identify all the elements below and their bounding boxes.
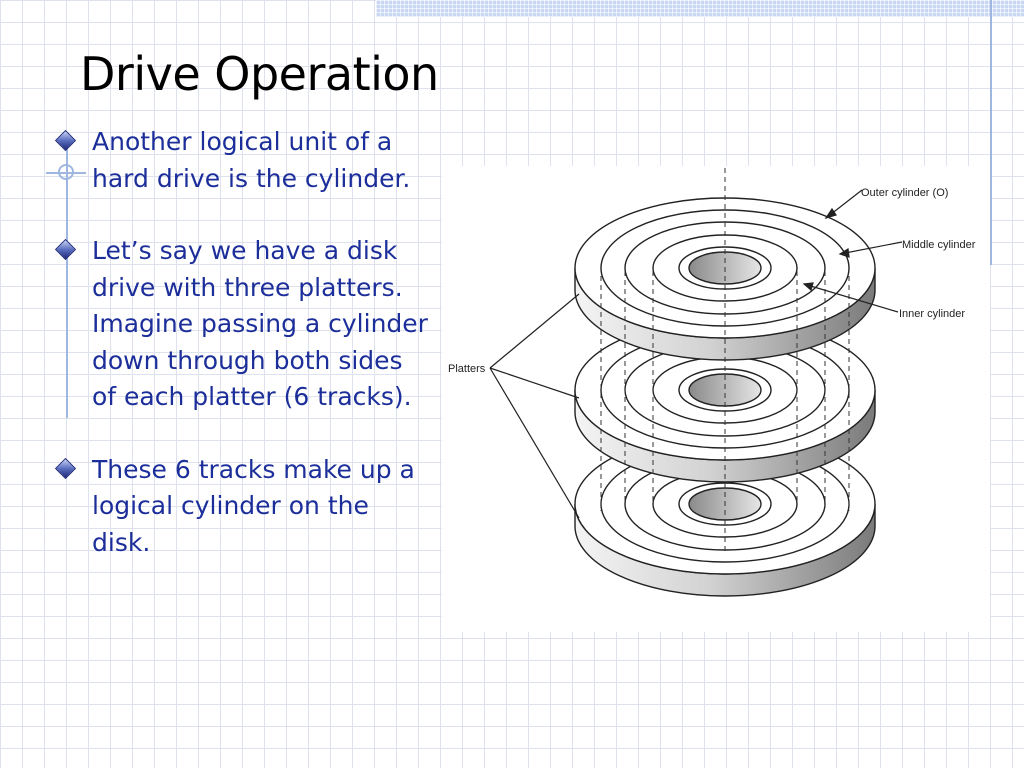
- outer-cylinder-label: Outer cylinder (O): [861, 187, 948, 199]
- bullet-text: Let’s say we have a disk drive with thre…: [92, 236, 428, 411]
- diamond-bullet-icon: [56, 131, 75, 150]
- label-pointers: [489, 189, 903, 519]
- top-decorative-band: [376, 0, 1024, 17]
- diamond-bullet-icon: [56, 240, 75, 259]
- bullet-item: Let’s say we have a disk drive with thre…: [56, 233, 432, 416]
- bullet-list: Another logical unit of a hard drive is …: [56, 124, 432, 597]
- bullet-item: These 6 tracks make up a logical cylinde…: [56, 452, 432, 562]
- platters-label: Platters: [448, 363, 486, 375]
- decorative-vertical-line-right: [990, 0, 992, 265]
- inner-cylinder-label: Inner cylinder: [899, 308, 965, 320]
- middle-cylinder-label: Middle cylinder: [902, 239, 976, 251]
- decorative-vertical-line-left: [66, 140, 68, 418]
- bullet-item: Another logical unit of a hard drive is …: [56, 124, 432, 197]
- slide-title: Drive Operation: [80, 47, 439, 101]
- cylinder-dashed-lines: [600, 168, 850, 551]
- disk-platters-figure: Outer cylinder (O) Middle cylinder Inner…: [442, 166, 990, 632]
- diamond-bullet-icon: [56, 458, 75, 478]
- disk-platters-diagram: Outer cylinder (O) Middle cylinder Inner…: [448, 168, 976, 597]
- bullet-text: These 6 tracks make up a logical cylinde…: [92, 454, 415, 557]
- decorative-crosshair-circle: [58, 164, 74, 180]
- bullet-text: Another logical unit of a hard drive is …: [92, 127, 411, 193]
